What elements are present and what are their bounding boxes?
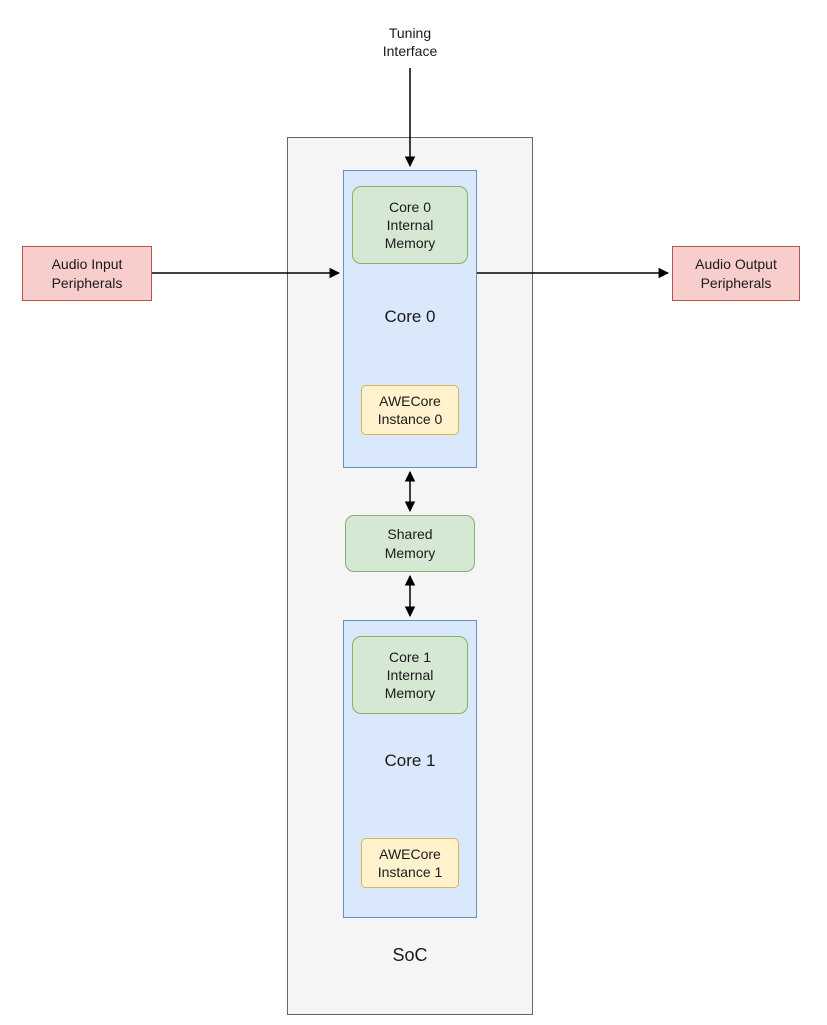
soc-label: SoC [392, 945, 428, 965]
awecore-instance1-node: AWECore Instance 1 [361, 838, 459, 888]
shared-memory-node: Shared Memory [345, 515, 475, 572]
core1-internal-memory-node: Core 1 Internal Memory [352, 636, 468, 714]
core0-internal-memory-node: Core 0 Internal Memory [352, 186, 468, 264]
audio-output-node: Audio Output Peripherals [672, 246, 800, 301]
core0-label: Core 0 [384, 307, 436, 326]
core1-label: Core 1 [384, 751, 436, 770]
tuning-interface-label: Tuning Interface [382, 24, 438, 59]
awecore-instance0-node: AWECore Instance 0 [361, 385, 459, 435]
audio-input-node: Audio Input Peripherals [22, 246, 152, 301]
